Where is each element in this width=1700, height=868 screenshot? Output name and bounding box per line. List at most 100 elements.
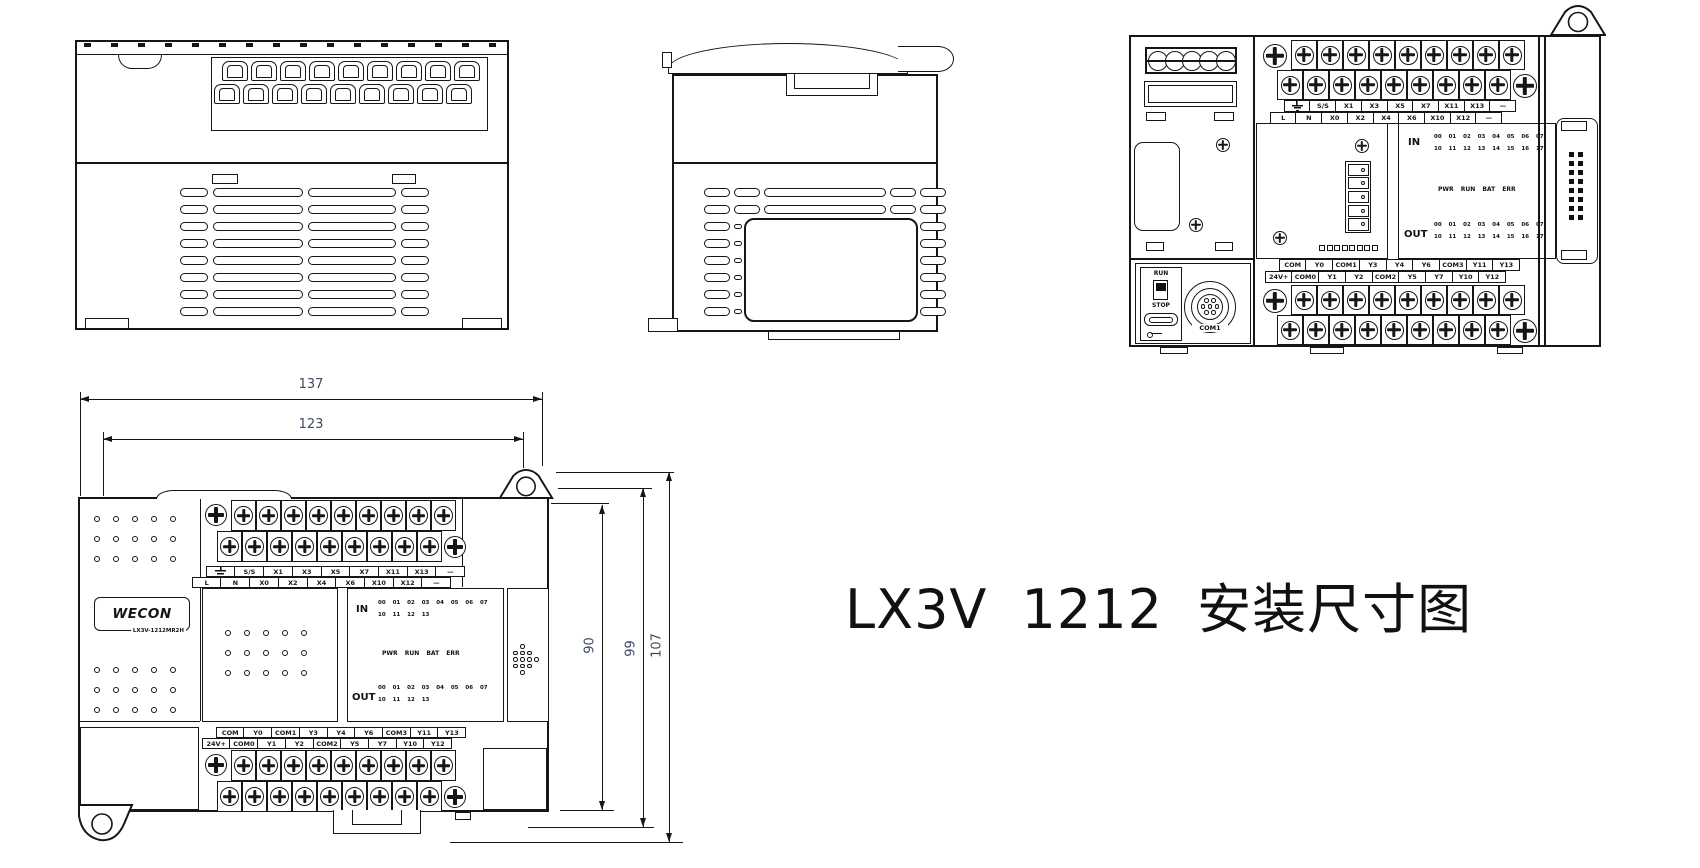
terminal-label: COM3 bbox=[381, 727, 411, 738]
dim-hole-height: 99 bbox=[623, 640, 639, 657]
vent-slot bbox=[920, 222, 946, 231]
terminal-screw bbox=[1263, 289, 1287, 313]
vent-row bbox=[180, 290, 429, 299]
in-led-row1: 00 01 02 03 04 05 06 07 bbox=[1434, 134, 1544, 140]
out-led-row1: 00 01 02 03 04 05 06 07 bbox=[1434, 222, 1544, 228]
dip-switch bbox=[1371, 245, 1378, 251]
brand-logo: WECON LX3V-1212MR2H bbox=[94, 597, 190, 634]
terminal-screw bbox=[1459, 70, 1485, 100]
pin-cell bbox=[1347, 218, 1369, 231]
vent-slot bbox=[920, 290, 946, 299]
terminal-screw bbox=[342, 781, 367, 812]
out-led-row2: 10 11 12 13 14 15 16 17 bbox=[1434, 234, 1544, 240]
terminal-screw bbox=[431, 750, 456, 781]
input-screw-row-lower bbox=[1277, 70, 1511, 100]
vent-row bbox=[180, 239, 429, 248]
power-terminal-screw bbox=[1181, 50, 1203, 71]
earth-ground-icon bbox=[205, 566, 236, 577]
vent-slot bbox=[180, 290, 208, 299]
pin bbox=[1569, 206, 1574, 211]
terminal-screw bbox=[381, 500, 406, 531]
vent-hole bbox=[301, 630, 307, 636]
vent-row bbox=[180, 307, 429, 316]
vent-hole-grid bbox=[94, 667, 182, 713]
mounting-ear bbox=[1550, 4, 1606, 36]
terminal-slot bbox=[280, 61, 306, 81]
terminal-screw bbox=[392, 531, 417, 562]
terminal-screw bbox=[392, 781, 417, 812]
vent-slot bbox=[734, 224, 742, 229]
terminal-screw bbox=[1447, 285, 1473, 315]
terminal-screw bbox=[1447, 40, 1473, 70]
dip-switch bbox=[1364, 245, 1370, 251]
vent-slot bbox=[401, 290, 429, 299]
pin-cell bbox=[1347, 204, 1369, 217]
vent-slot bbox=[704, 256, 730, 265]
vent-hole bbox=[113, 516, 119, 522]
vent-row bbox=[180, 273, 429, 282]
latch-slot bbox=[392, 174, 416, 184]
model-number: LX3V-1212MR2H bbox=[130, 628, 186, 634]
latch-slot bbox=[1146, 242, 1164, 251]
vent-slot bbox=[213, 307, 303, 316]
vent-slot bbox=[734, 258, 742, 263]
vent-slot bbox=[734, 309, 742, 314]
terminal-screw bbox=[381, 750, 406, 781]
vent-slot bbox=[704, 239, 730, 248]
vent-slot bbox=[401, 307, 429, 316]
out-label: OUT bbox=[352, 692, 376, 703]
terminal-slot bbox=[446, 84, 472, 104]
terminal-label: Y3 bbox=[298, 727, 328, 738]
case-screw bbox=[1216, 138, 1230, 152]
in-led-row2: 10 11 12 13 bbox=[378, 612, 430, 618]
terminal-screw bbox=[417, 781, 442, 812]
terminal-slot bbox=[251, 61, 277, 81]
din-rail-clip bbox=[768, 331, 900, 340]
vent-hole bbox=[94, 707, 100, 713]
vent-slot bbox=[401, 222, 429, 231]
terminal-label: Y12 bbox=[1478, 270, 1507, 283]
terminal-screw bbox=[281, 500, 306, 531]
terminal-screw bbox=[256, 500, 281, 531]
dim-hole-pitch: 123 bbox=[298, 417, 324, 432]
vent-hole bbox=[282, 630, 288, 636]
vent-slot bbox=[764, 188, 886, 197]
vent-hole bbox=[244, 670, 250, 676]
pin-cell bbox=[1347, 177, 1369, 190]
out-label: OUT bbox=[1404, 229, 1428, 240]
terminal-screw bbox=[1433, 315, 1459, 345]
dip-switch bbox=[1319, 245, 1325, 251]
expansion-pin-header bbox=[1569, 152, 1583, 220]
vent-hole bbox=[225, 630, 231, 636]
foot-tab bbox=[455, 812, 471, 820]
terminal-label: X4 bbox=[306, 577, 337, 588]
power-terminal-screw bbox=[1215, 50, 1237, 71]
vent-hole bbox=[132, 687, 138, 693]
vent-slot bbox=[180, 307, 208, 316]
vent-hole bbox=[132, 707, 138, 713]
terminal-label: X3 bbox=[291, 566, 322, 577]
terminal-label: Y4 bbox=[326, 727, 356, 738]
output-screw-row-upper bbox=[231, 750, 456, 781]
terminal-label: COM1 bbox=[271, 727, 301, 738]
side-notch bbox=[662, 52, 672, 68]
foot-tab bbox=[1497, 347, 1523, 354]
vent-row bbox=[180, 205, 429, 214]
terminal-label: S/S bbox=[234, 566, 265, 577]
vent-hole bbox=[244, 650, 250, 656]
cover-latch bbox=[1561, 250, 1587, 260]
battery-cover bbox=[1134, 142, 1180, 231]
vent-hole bbox=[170, 687, 176, 693]
terminal-slot bbox=[309, 61, 335, 81]
vent-slot bbox=[704, 273, 730, 282]
vent-slot bbox=[308, 273, 396, 282]
vent-hole bbox=[263, 650, 269, 656]
vent-slot bbox=[734, 205, 760, 214]
input-screw-row-lower bbox=[217, 531, 442, 562]
vent-hole bbox=[170, 536, 176, 542]
terminal-screw bbox=[1381, 70, 1407, 100]
terminal-label: Y13 bbox=[1492, 259, 1521, 271]
terminal-slot bbox=[272, 84, 298, 104]
cap-bulge bbox=[898, 46, 954, 72]
